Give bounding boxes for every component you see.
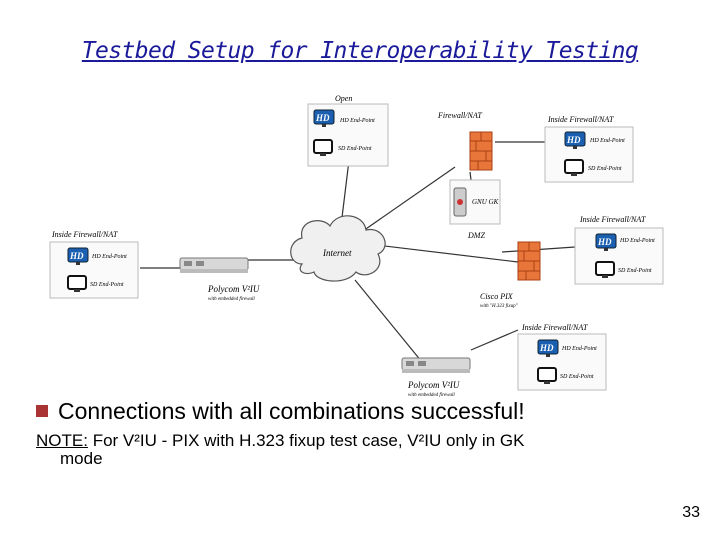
inside-fw-left: Inside Firewall/NAT HD End-Point SD End-… [49,230,139,299]
note-heading: NOTE: [36,431,88,450]
firewall-icon [469,131,493,171]
polycom-left: Polycom V²IU with embedded firewall [179,257,260,302]
note-line1: For V²IU - PIX with H.323 fixup test cas… [92,431,525,450]
hd-endpoint-label: HD End-Point [561,346,597,352]
bullet-marker [36,405,48,417]
hd-endpoint-label: HD End-Point [589,138,625,144]
dmz-group: GNU GK DMZ [449,179,501,240]
polycom-device-icon [401,357,471,374]
polycom-label: Polycom V²IU [407,380,460,390]
sd-endpoint-icon [67,275,87,293]
hd-endpoint-icon [313,109,335,128]
hd-endpoint-icon [537,339,559,358]
slide-title: Testbed Setup for Interoperability Testi… [81,38,639,64]
cisco-sub-label: with "H.323 fixup" [480,304,519,309]
sd-endpoint-label: SD End-Point [588,166,622,172]
sd-endpoint-label: SD End-Point [618,268,652,274]
sd-endpoint-label: SD End-Point [90,282,124,288]
top-firewall: Firewall/NAT [437,111,493,171]
firewall-icon [517,241,541,281]
hd-endpoint-label: HD End-Point [91,254,127,260]
sd-endpoint-icon [564,159,584,177]
polycom-sub-label: with embedded firewall [208,297,255,302]
sd-endpoint-label: SD End-Point [560,374,594,380]
open-group: Open HD End-Point SD End-Point [307,94,389,167]
internet-cloud: Internet [290,215,386,282]
gk-label: GNU GK [472,198,499,206]
hd-endpoint-label: HD End-Point [339,118,375,124]
note-line2: mode [60,449,103,468]
inside-fw-label: Inside Firewall/NAT [579,215,646,224]
polycom-label: Polycom V²IU [207,284,260,294]
internet-label: Internet [322,248,352,258]
inside-fw-top-right: Inside Firewall/NAT HD End-Point SD End-… [544,115,634,183]
hd-endpoint-icon [564,131,586,150]
firewall-nat-label: Firewall/NAT [437,111,482,120]
dmz-label: DMZ [467,231,485,240]
page-number: 33 [682,504,700,521]
sd-endpoint-label: SD End-Point [338,146,372,152]
network-diagram: HD [49,94,664,398]
sd-endpoint-icon [537,367,557,385]
cisco-label: Cisco PIX [480,292,514,301]
inside-fw-label: Inside Firewall/NAT [521,323,588,332]
sd-endpoint-icon [595,261,615,279]
bullet-item: Connections with all combinations succes… [36,398,525,425]
note-block: NOTE: For V²IU - PIX with H.323 fixup te… [36,432,686,468]
hd-endpoint-icon [595,233,617,252]
bullet-text: Connections with all combinations succes… [58,398,525,424]
polycom-device-icon [179,257,249,274]
sd-endpoint-icon [313,139,333,157]
polycom-bottom: Polycom V²IU with embedded firewall [401,357,471,398]
inside-fw-right-middle: Inside Firewall/NAT HD End-Point SD End-… [574,215,664,285]
open-label: Open [335,94,352,103]
cisco-pix: Cisco PIX with "H.323 fixup" [480,241,541,309]
inside-fw-bottom-right: Inside Firewall/NAT HD End-Point SD End-… [517,323,607,391]
inside-fw-label: Inside Firewall/NAT [51,230,118,239]
hd-endpoint-icon [67,247,89,266]
hd-endpoint-label: HD End-Point [619,238,655,244]
inside-fw-label: Inside Firewall/NAT [547,115,614,124]
polycom-sub-label: with embedded firewall [408,393,455,398]
